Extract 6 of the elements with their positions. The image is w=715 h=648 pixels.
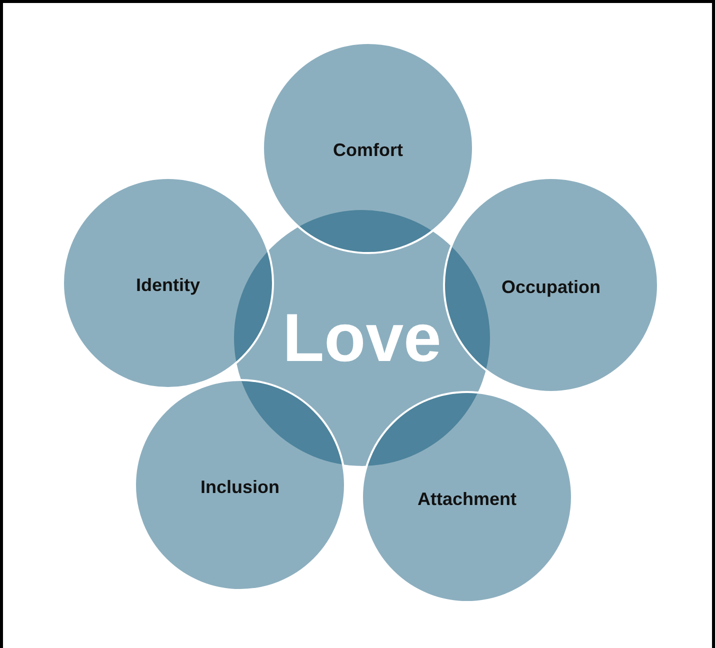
circle-label: Attachment — [417, 488, 516, 510]
circle-label: Occupation — [501, 276, 600, 298]
circle-label: Comfort — [333, 140, 403, 160]
circle-label: Identity — [136, 274, 200, 296]
center-label: Love — [282, 299, 442, 377]
circle-label: Inclusion — [200, 476, 280, 498]
